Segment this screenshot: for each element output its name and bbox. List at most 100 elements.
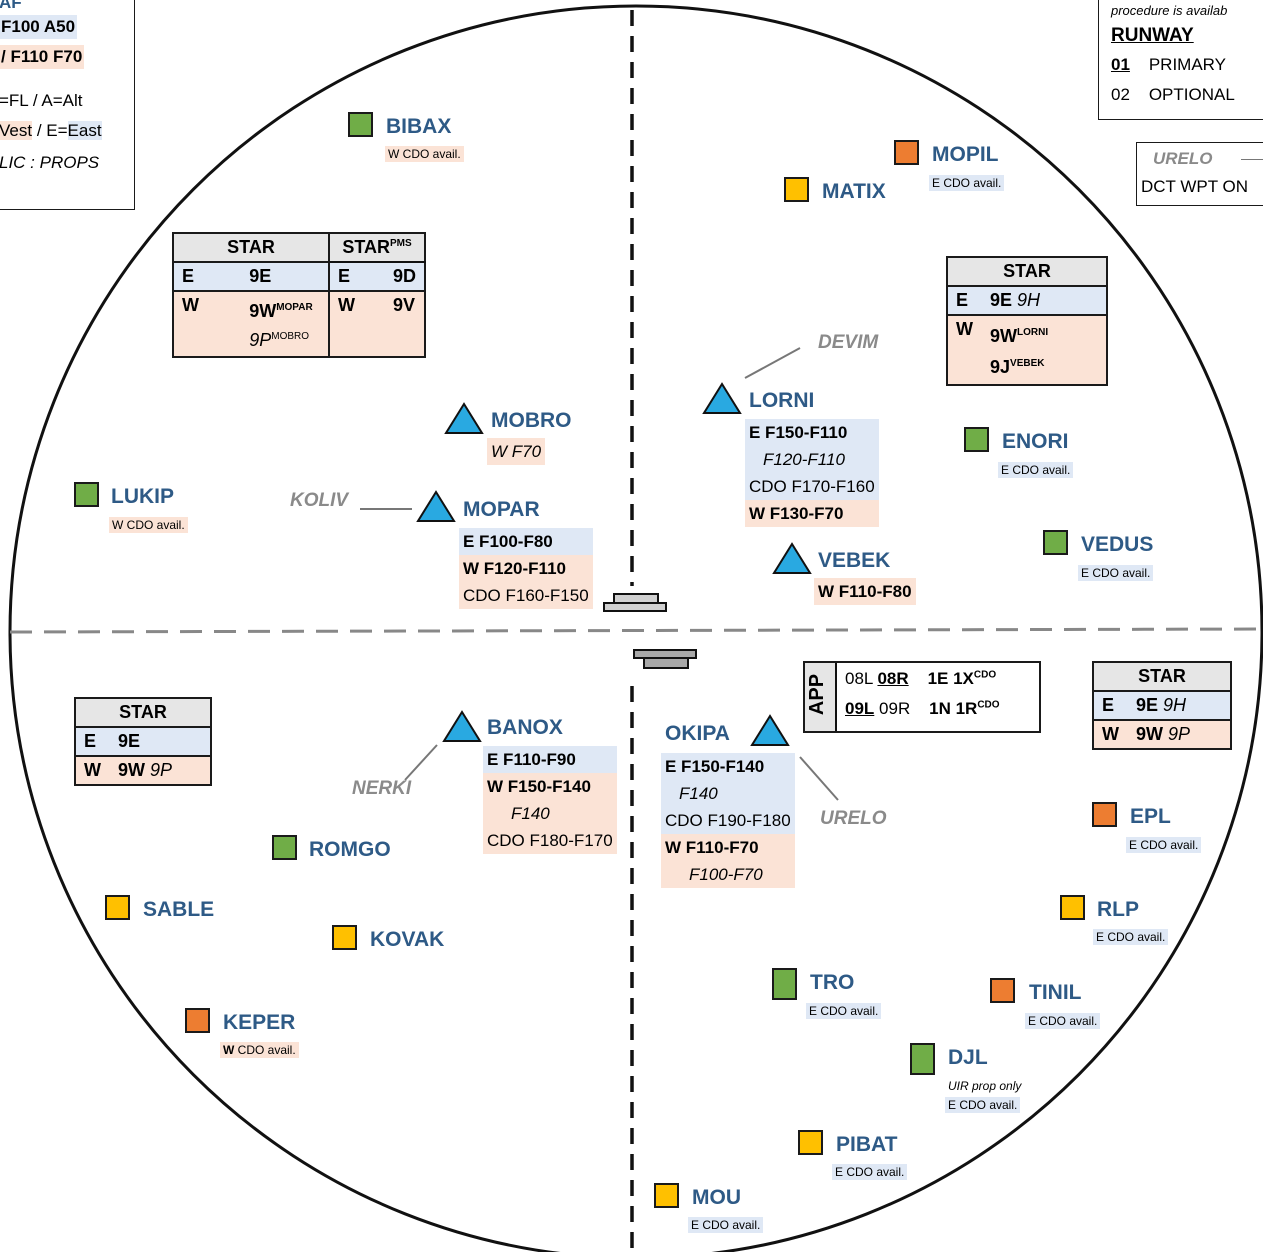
runway-primary: 01 PRIMARY (1111, 55, 1226, 74)
matix-name: MATIX (822, 180, 886, 203)
vedus-cdo: E CDO avail. (1078, 565, 1154, 581)
app-row-1: 08L 08R 1E 1XCDO (845, 669, 997, 688)
legend-note: procedure is availab (1111, 3, 1228, 18)
keper-square-icon (185, 1008, 210, 1033)
lorni-name: LORNI (749, 389, 815, 412)
mopil-name: MOPIL (932, 143, 999, 166)
matix-square-icon (784, 177, 809, 202)
tinil-cdo: E CDO avail. (1025, 1013, 1101, 1029)
epl-cdo: E CDO avail. (1126, 837, 1202, 853)
banox-triangle (442, 710, 482, 742)
star-e-value: 9E (209, 261, 330, 292)
tro-cdo: E CDO avail. (806, 1003, 882, 1019)
romgo-square-icon (272, 835, 297, 860)
lukip-name: LUKIP (111, 485, 174, 508)
tro-square-icon (772, 968, 797, 1000)
star-header: STAR (74, 697, 212, 728)
mobro-triangle (444, 402, 484, 434)
romgo-name: ROMGO (309, 838, 391, 861)
star-header: STAR (1092, 661, 1232, 692)
sable-square-icon (105, 895, 130, 920)
epl-name: EPL (1130, 805, 1171, 828)
tro-name: TRO (810, 971, 855, 994)
app-label: APP (806, 673, 829, 716)
star-header: STAR (172, 232, 330, 263)
star-pms-e-label: E (328, 261, 363, 292)
djl-note: UIR prop only (948, 1079, 1022, 1093)
banox-constraints: E F110-F90 W F150-F140 F140 CDO F180-F17… (483, 746, 617, 854)
rlp-cdo: E CDO avail. (1093, 929, 1169, 945)
banox-name: BANOX (487, 716, 563, 739)
runway-west-symbol (603, 593, 667, 612)
legend-dct: URELO DCT WPT ON (1136, 142, 1263, 206)
star-table-se: STAR E 9E 9H W 9W 9P (1092, 661, 1232, 750)
sable-name: SABLE (143, 898, 215, 921)
legend-title-fragment: AF (0, 0, 22, 12)
mou-square-icon (654, 1183, 679, 1208)
pibat-name: PIBAT (836, 1133, 898, 1156)
east-west-axis (9, 627, 1263, 634)
star-e-label: E (946, 285, 982, 316)
tinil-name: TINIL (1029, 981, 1082, 1004)
okipa-name: OKIPA (665, 722, 730, 745)
nerki-name: NERKI (352, 778, 412, 799)
mopar-constraints: E F100-F80 W F120-F110 CDO F160-F150 (459, 528, 593, 609)
rlp-name: RLP (1097, 898, 1139, 921)
devim-name: DEVIM (818, 332, 879, 353)
devim-leader (744, 347, 801, 379)
star-e-value: 9E 9H (1128, 690, 1232, 721)
star-w-label: W (74, 755, 110, 786)
djl-name: DJL (948, 1046, 988, 1069)
pibat-square-icon (798, 1130, 823, 1155)
star-e-label: E (74, 726, 110, 757)
keper-cdo: W CDO avail. (220, 1042, 299, 1058)
mobro-name: MOBRO (491, 409, 572, 432)
vebek-constraints: W F110-F80 (814, 578, 916, 605)
runway-east-symbol (633, 649, 697, 669)
app-label-cell: APP (805, 663, 837, 731)
star-w-label: W (1092, 719, 1128, 750)
kovak-square-icon (332, 925, 357, 950)
tinil-square-icon (990, 978, 1015, 1003)
star-header: STAR (946, 256, 1108, 287)
runway-title: RUNWAY (1111, 25, 1194, 46)
star-w-value: 9W 9P (1128, 719, 1232, 750)
epl-square-icon (1092, 802, 1117, 827)
star-w-label: W (171, 290, 210, 358)
star-table-sw: STAR E 9E W 9W 9P (74, 697, 212, 786)
vebek-triangle (772, 542, 812, 574)
legend-top-left: AF F100 A50 / F110 F70 =FL / A=Alt Vest … (0, 0, 135, 210)
mou-cdo: E CDO avail. (688, 1217, 764, 1233)
djl-cdo: E CDO avail. (945, 1097, 1021, 1113)
legend-west-east: Vest / E=East (0, 121, 102, 140)
enori-cdo: E CDO avail. (998, 462, 1074, 478)
rlp-square-icon (1060, 895, 1085, 920)
app-row-2: 09L 09R 1N 1RCDO (845, 699, 1000, 718)
urelo-leader (799, 756, 839, 801)
bibax-name: BIBAX (386, 115, 452, 138)
legend-top-right: procedure is availab RUNWAY 01 PRIMARY 0… (1098, 0, 1263, 120)
mobro-constraints: W F70 (487, 438, 546, 465)
star-e-value: 9E (110, 726, 212, 757)
star-pms-e-value: 9D (363, 261, 427, 292)
keper-name: KEPER (223, 1011, 296, 1034)
bibax-cdo: W CDO avail. (385, 146, 464, 162)
lukip-square-icon (74, 482, 99, 507)
star-pms-header: STARPMS (327, 232, 427, 263)
star-e-value: 9E 9H (982, 285, 1108, 316)
lorni-constraints: E F150-F110 F120-F110 CDO F170-F160 W F1… (745, 419, 879, 527)
bibax-square-icon (348, 112, 373, 137)
mopar-name: MOPAR (463, 498, 540, 521)
mopar-triangle (416, 490, 456, 522)
star-e-label: E (171, 261, 210, 292)
dct-wpt-name: URELO (1153, 149, 1213, 168)
star-pms-w-value: 9V (363, 290, 427, 358)
nerki-leader (404, 744, 438, 781)
enori-square-icon (964, 427, 989, 452)
kovak-name: KOVAK (370, 928, 445, 951)
pibat-cdo: E CDO avail. (832, 1164, 908, 1180)
